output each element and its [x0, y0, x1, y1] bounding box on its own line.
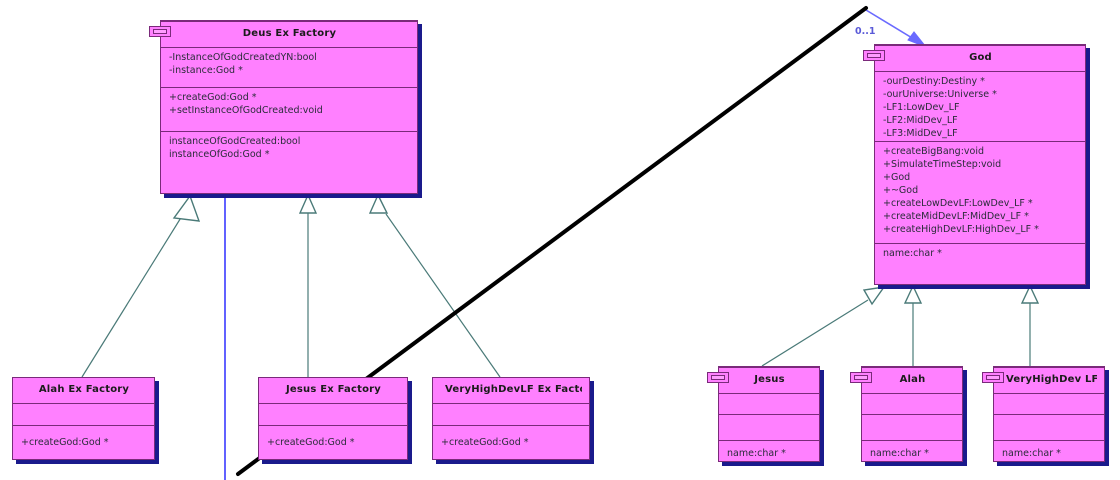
class-title: Jesus — [754, 374, 785, 385]
class-title: VeryHighDevLF Ex Factory — [445, 384, 582, 395]
attributes-compartment — [994, 393, 1104, 414]
attributes-compartment — [719, 393, 819, 414]
operations-compartment — [862, 414, 962, 440]
class-title: Alah Ex Factory — [38, 384, 130, 395]
class-title-compartment: VeryHighDevLF Ex Factory — [433, 378, 589, 403]
extras-compartment: name:char * — [994, 440, 1104, 470]
attributes-compartment: -InstanceOfGodCreatedYN:bool -instance:G… — [161, 47, 417, 87]
operations-compartment — [719, 414, 819, 440]
class-title: Alah — [899, 374, 926, 385]
class-tab-icon — [149, 26, 171, 37]
class-title: Jesus Ex Factory — [286, 384, 381, 395]
operation-row: +createGod:God * — [21, 437, 109, 448]
operation-row: +~God — [883, 185, 919, 196]
attribute-row: -ourDestiny:Destiny * — [883, 76, 985, 87]
operation-row: +setInstanceOfGodCreated:void — [169, 105, 323, 116]
extra-row: name:char * — [727, 448, 786, 459]
extra-row: name:char * — [870, 448, 929, 459]
class-title: Deus Ex Factory — [242, 28, 337, 39]
attribute-row: -InstanceOfGodCreatedYN:bool — [169, 52, 317, 63]
attribute-row: -LF2:MidDev_LF — [883, 115, 958, 126]
extras-compartment: name:char * — [862, 440, 962, 470]
class-title-compartment: Jesus Ex Factory — [259, 378, 407, 403]
class-title-compartment: Alah — [862, 367, 962, 393]
attributes-compartment — [862, 393, 962, 414]
attributes-compartment: -ourDestiny:Destiny * -ourUniverse:Unive… — [875, 71, 1085, 141]
class-veryhighdevlf-ex-factory[interactable]: VeryHighDevLF Ex Factory +createGod:God … — [432, 377, 590, 460]
generalization-alahexfactory-to-deus — [81, 194, 201, 378]
extra-row: name:char * — [883, 248, 942, 259]
operation-row: +createGod:God * — [267, 437, 355, 448]
class-jesus-ex-factory[interactable]: Jesus Ex Factory +createGod:God * — [258, 377, 408, 460]
generalization-vhdlf-to-god — [1020, 284, 1040, 366]
attribute-row: -LF1:LowDev_LF — [883, 102, 960, 113]
generalization-vhdlfexfactory-to-deus — [368, 193, 501, 378]
generalization-alah-to-god — [903, 284, 923, 366]
class-alah-ex-factory[interactable]: Alah Ex Factory +createGod:God * — [12, 377, 155, 460]
attributes-compartment — [13, 403, 154, 425]
class-title-compartment: God — [875, 45, 1085, 71]
operation-row: +createLowDevLF:LowDev_LF * — [883, 198, 1033, 209]
attributes-compartment — [433, 403, 589, 425]
generalization-jesusexfactory-to-deus — [298, 193, 318, 377]
operation-row: +SimulateTimeStep:void — [883, 159, 1002, 170]
operations-compartment: +createGod:God * — [259, 425, 407, 466]
operation-row: +createGod:God * — [441, 437, 529, 448]
operation-row: +God — [883, 172, 911, 183]
class-title-compartment: Jesus — [719, 367, 819, 393]
generalization-jesus-to-god — [761, 286, 886, 367]
attribute-row: -ourUniverse:Universe * — [883, 89, 997, 100]
extras-compartment: instanceOfGodCreated:bool instanceOfGod:… — [161, 131, 417, 175]
operation-row: +createHighDevLF:HighDev_LF * — [883, 224, 1039, 235]
operation-row: +createBigBang:void — [883, 146, 984, 157]
operations-compartment: +createGod:God * — [13, 425, 154, 466]
attribute-row: -instance:God * — [169, 65, 243, 76]
class-tab-icon — [982, 372, 1004, 383]
class-god[interactable]: God -ourDestiny:Destiny * -ourUniverse:U… — [863, 44, 1086, 285]
class-title-compartment: VeryHighDev LF — [994, 367, 1104, 393]
operations-compartment: +createGod:God * — [433, 425, 589, 466]
operations-compartment: +createGod:God * +setInstanceOfGodCreate… — [161, 87, 417, 131]
class-jesus[interactable]: Jesus name:char * — [707, 366, 820, 462]
class-tab-icon — [850, 372, 872, 383]
class-title: God — [969, 52, 992, 63]
operation-row: +createMidDevLF:MidDev_LF * — [883, 211, 1029, 222]
extra-row: name:char * — [1002, 448, 1061, 459]
operations-compartment: +createBigBang:void +SimulateTimeStep:vo… — [875, 141, 1085, 243]
attribute-row: -LF3:MidDev_LF — [883, 128, 958, 139]
class-alah[interactable]: Alah name:char * — [850, 366, 963, 462]
class-veryhighdev-lf[interactable]: VeryHighDev LF name:char * — [982, 366, 1105, 462]
extra-row: instanceOfGodCreated:bool — [169, 136, 301, 147]
extras-compartment: name:char * — [719, 440, 819, 470]
class-title-compartment: Alah Ex Factory — [13, 378, 154, 403]
attributes-compartment — [259, 403, 407, 425]
class-deus-ex-factory[interactable]: Deus Ex Factory -InstanceOfGodCreatedYN:… — [149, 20, 418, 194]
operations-compartment — [994, 414, 1104, 440]
multiplicity-label: 0..1 — [855, 26, 876, 37]
extra-row: instanceOfGod:God * — [169, 149, 270, 160]
extras-compartment: name:char * — [875, 243, 1085, 273]
class-title-compartment: Deus Ex Factory — [161, 21, 417, 47]
class-tab-icon — [863, 50, 885, 61]
operation-row: +createGod:God * — [169, 92, 257, 103]
class-title: VeryHighDev LF — [1006, 374, 1097, 385]
class-tab-icon — [707, 372, 729, 383]
